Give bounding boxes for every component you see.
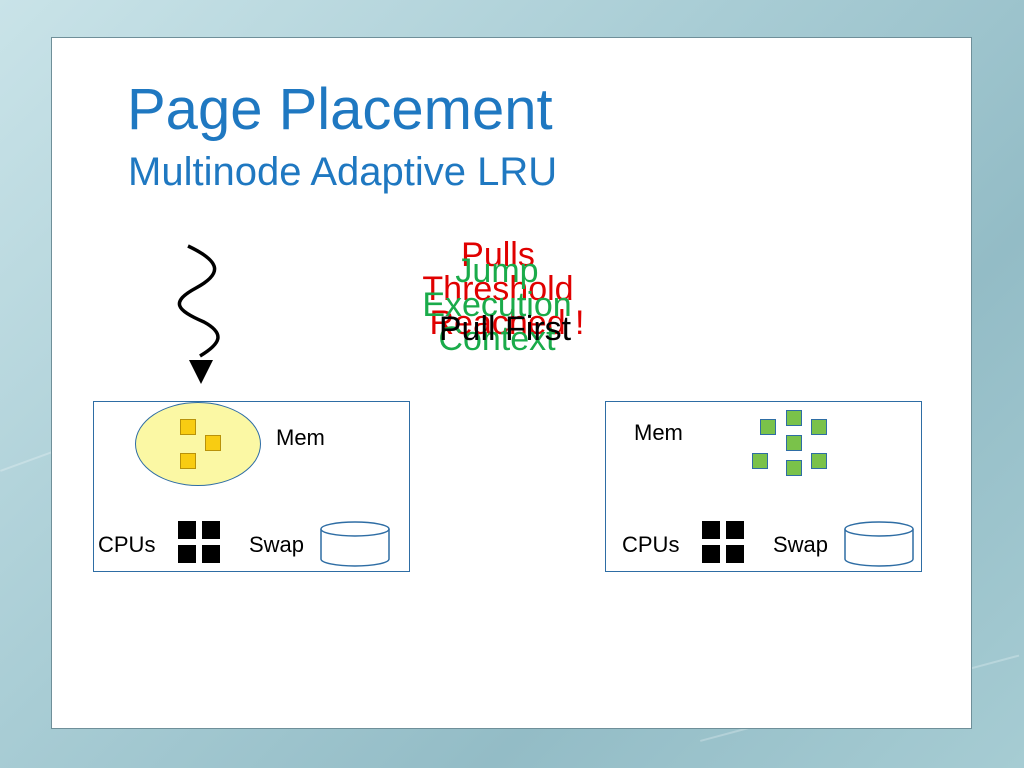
jump-execution-context-text: Jump Execution Context <box>422 254 571 356</box>
mem-label: Mem <box>634 420 683 445</box>
page-square-icon <box>205 435 221 451</box>
slide-canvas <box>51 37 972 729</box>
page-square-icon <box>180 453 196 469</box>
swap-label: Swap <box>249 532 305 557</box>
context-line: Context <box>438 320 556 358</box>
cpu-square-icon <box>702 521 720 539</box>
pulls-threshold-reached-text: Pulls Threshold Reached ! <box>412 236 585 342</box>
cpu-square-icon <box>726 545 744 563</box>
pulls-line: Pulls <box>461 236 535 274</box>
disk-cylinder-icon <box>844 521 914 567</box>
page-subtitle: Multinode Adaptive LRU <box>128 150 558 194</box>
page-square-icon <box>752 453 768 469</box>
page-title: Page Placement <box>127 77 553 142</box>
page-square-icon <box>760 419 776 435</box>
page-square-icon <box>786 460 802 476</box>
cpu-square-icon <box>726 521 744 539</box>
jump-line: Jump <box>455 252 539 290</box>
working-set-ellipse <box>135 402 261 486</box>
cpu-square-icon <box>202 521 220 539</box>
cpus-label: CPUs <box>98 532 156 557</box>
page-square-icon <box>180 419 196 435</box>
page-square-icon <box>786 410 802 426</box>
node-left: Mem CPUs Swap <box>93 401 410 572</box>
reached-line: Reached ! <box>429 304 585 342</box>
page-square-icon <box>811 453 827 469</box>
cpu-square-icon <box>178 545 196 563</box>
pull-first-text: Pull First <box>438 310 572 348</box>
cpu-square-icon <box>202 545 220 563</box>
cpu-square-icon <box>702 545 720 563</box>
page-square-icon <box>786 435 802 451</box>
threshold-line: Threshold <box>422 270 574 308</box>
cpus-label: CPUs <box>622 532 680 557</box>
page-square-icon <box>811 419 827 435</box>
disk-cylinder-icon <box>320 521 390 567</box>
wavy-arrow-icon <box>177 244 220 384</box>
mem-label: Mem <box>276 425 325 450</box>
execution-line: Execution <box>422 286 572 324</box>
swap-label: Swap <box>773 532 829 557</box>
node-right: Mem CPUs Swap <box>605 401 922 572</box>
cpu-square-icon <box>178 521 196 539</box>
